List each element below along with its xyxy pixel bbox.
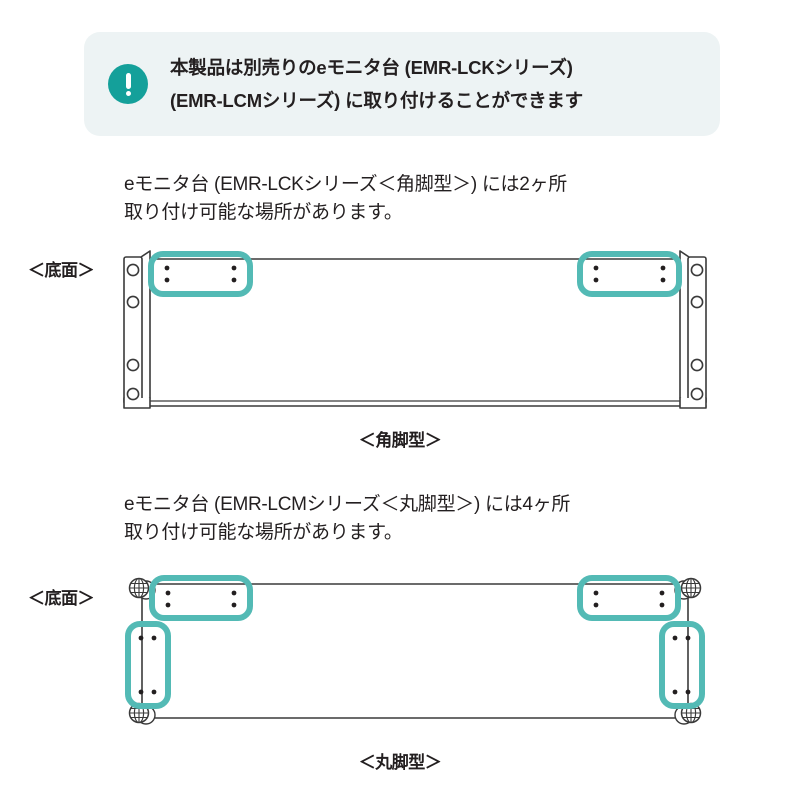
mount-holes-top-right	[593, 590, 665, 608]
mount-highlight-top-left	[149, 575, 253, 621]
mount-highlight-side-left	[125, 621, 171, 709]
exclamation-icon	[108, 64, 148, 104]
section-1-side-label: ＜底面＞	[28, 261, 95, 280]
exclamation-dot	[125, 91, 131, 96]
notice-line-1: 本製品は別売りのeモニタ台 (EMR-LCKシリーズ)	[170, 57, 573, 78]
section-1-paragraph-line-1: eモニタ台 (EMR-LCKシリーズ＜角脚型＞) には2ヶ所	[124, 174, 567, 195]
mount-highlight-side-right	[659, 621, 705, 709]
mount-holes-side-right	[672, 635, 691, 695]
exclamation-stem	[125, 73, 131, 89]
section-1-caption: ＜角脚型＞	[358, 431, 442, 450]
section-2-paragraph-line-1: eモニタ台 (EMR-LCMシリーズ＜丸脚型＞) には4ヶ所	[124, 494, 571, 515]
section-2-paragraph-line-2: 取り付け可能な場所があります。	[124, 522, 403, 543]
right-square-leg	[679, 250, 707, 409]
notice-line-2: (EMR-LCMシリーズ) に取り付けることができます	[170, 90, 583, 111]
section-1-paragraph-line-2: 取り付け可能な場所があります。	[124, 202, 403, 223]
square-leg-diagram	[110, 248, 720, 420]
round-leg-diagram	[110, 570, 720, 738]
mount-holes-top-left	[165, 590, 237, 608]
section-1-paragraph: eモニタ台 (EMR-LCKシリーズ＜角脚型＞) には2ヶ所 取り付け可能な場所…	[124, 171, 724, 227]
mount-holes-left	[164, 265, 237, 283]
mount-highlight-left	[148, 251, 253, 297]
mount-highlight-right	[577, 251, 682, 297]
notice-text: 本製品は別売りのeモニタ台 (EMR-LCKシリーズ) (EMR-LCMシリーズ…	[170, 51, 583, 117]
mount-holes-side-left	[138, 635, 157, 695]
section-2-side-label: ＜底面＞	[28, 589, 95, 608]
mount-holes-right	[593, 265, 666, 283]
notice-banner: 本製品は別売りのeモニタ台 (EMR-LCKシリーズ) (EMR-LCMシリーズ…	[84, 32, 720, 136]
mount-highlight-top-right	[577, 575, 681, 621]
left-square-leg	[123, 250, 151, 409]
section-2-caption: ＜丸脚型＞	[358, 753, 442, 772]
section-2-paragraph: eモニタ台 (EMR-LCMシリーズ＜丸脚型＞) には4ヶ所 取り付け可能な場所…	[124, 491, 724, 547]
